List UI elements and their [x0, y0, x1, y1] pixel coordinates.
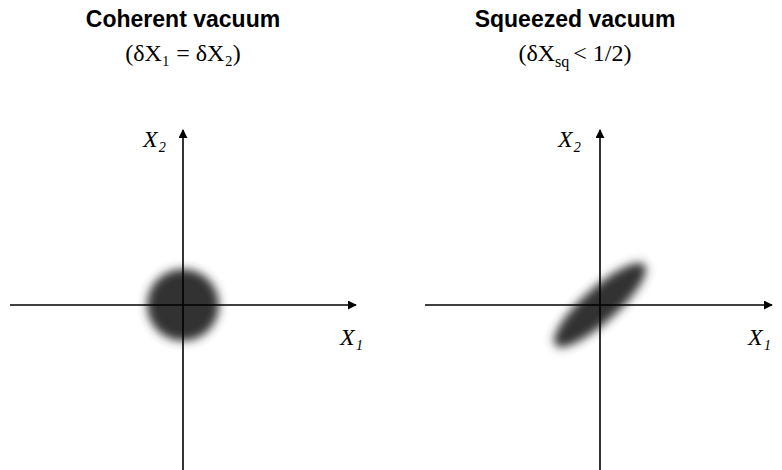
panel-subtitle: (δX₁ = δX₂) — [125, 40, 241, 68]
panel-subtitle-subscript: sq — [555, 53, 569, 71]
subtitle-group: (δXsq< 1/2) — [518, 40, 631, 68]
x1-axis — [425, 304, 772, 306]
axis-label: X₁ — [340, 324, 363, 352]
x2-axis — [182, 130, 184, 470]
panel-subtitle: < 1/2) — [573, 40, 631, 68]
axis-label: X₂ — [143, 126, 166, 154]
axis-label: X₂ — [558, 126, 581, 154]
x2-axis — [599, 130, 601, 470]
axis-label: X₁ — [748, 324, 771, 352]
x1-axis — [10, 304, 356, 306]
panel-title: Squeezed vacuum — [475, 6, 676, 32]
panel-subtitle: (δX — [518, 40, 555, 68]
panel-title: Coherent vacuum — [86, 6, 280, 32]
